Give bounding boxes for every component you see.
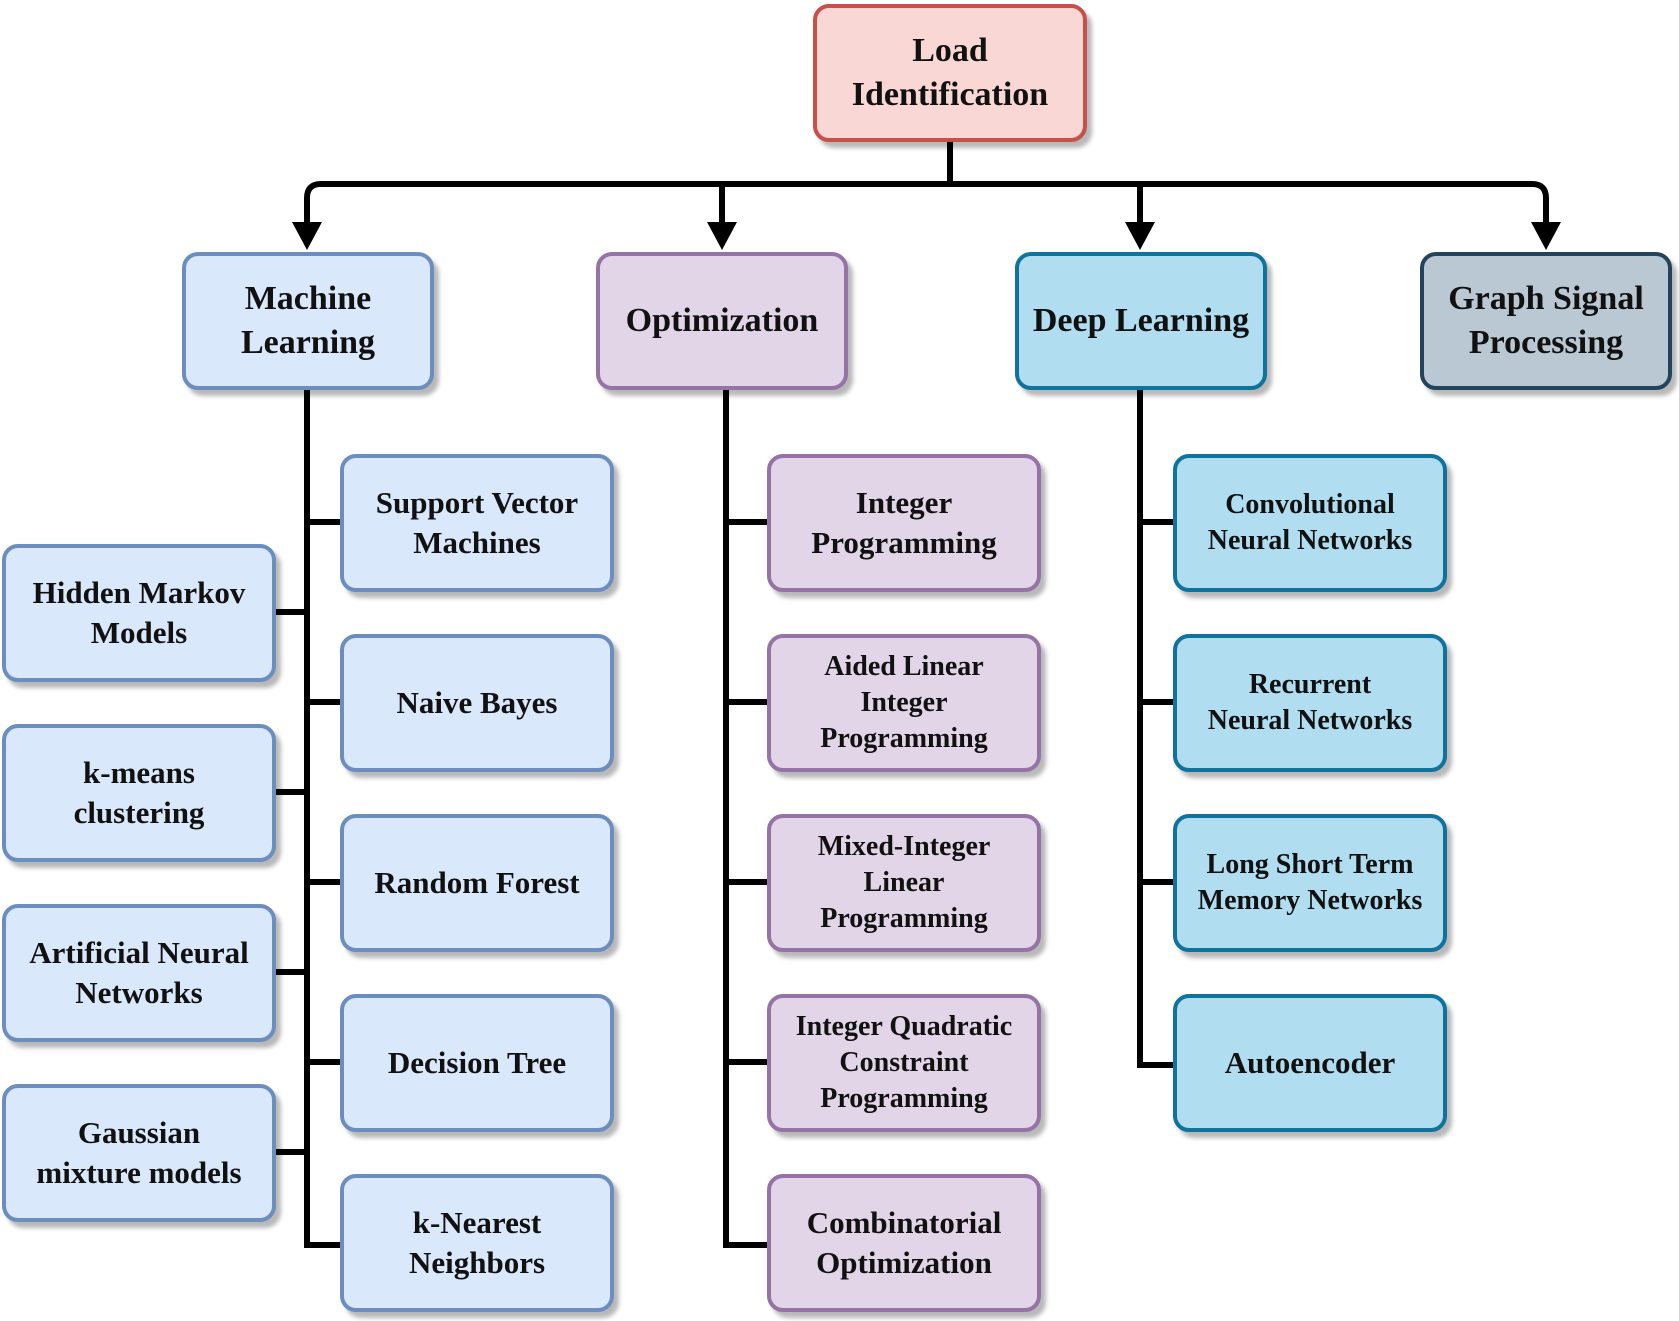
dl-node-long-short-term-memory-networks: Long Short Term Memory Networks — [1173, 814, 1447, 952]
arrowhead-graph-signal — [1531, 222, 1561, 250]
ml-node-label: Hidden Markov Models — [32, 575, 246, 650]
category-optimization: Optimization — [596, 252, 848, 390]
ml-node-k-nearest-neighbors: k-Nearest Neighbors — [340, 1174, 614, 1312]
ml-node-label: Random Forest — [374, 865, 580, 901]
opt-node-mixed-integer-linear-programming: Mixed-Integer Linear Programming — [767, 814, 1041, 952]
dl-node-autoencoder: Autoencoder — [1173, 994, 1447, 1132]
dl-node-label: Autoencoder — [1224, 1045, 1396, 1081]
category-graph-signal-processing-label: Graph Signal Processing — [1448, 280, 1644, 361]
ml-node-hidden-markov-models: Hidden Markov Models — [2, 544, 276, 682]
ml-node-artificial-neural-networks: Artificial Neural Networks — [2, 904, 276, 1042]
ml-node-naive-bayes: Naive Bayes — [340, 634, 614, 772]
category-graph-signal-processing: Graph Signal Processing — [1420, 252, 1672, 390]
ml-node-support-vector-machines: Support Vector Machines — [340, 454, 614, 592]
opt-node-combinatorial-optimization: Combinatorial Optimization — [767, 1174, 1041, 1312]
opt-node-label: Combinatorial Optimization — [806, 1205, 1002, 1280]
top-bus-connector — [304, 181, 1549, 228]
ml-node-label: Decision Tree — [387, 1045, 567, 1081]
ml-trunk — [304, 388, 342, 1248]
opt-node-integer-programming: Integer Programming — [767, 454, 1041, 592]
ml-node-label: k-Nearest Neighbors — [408, 1205, 546, 1280]
ml-node-label: Support Vector Machines — [375, 485, 579, 560]
category-optimization-label: Optimization — [625, 302, 819, 340]
category-machine-learning: Machine Learning — [182, 252, 434, 390]
ml-node-label: Gaussian mixture models — [36, 1115, 242, 1190]
root-node: Load Identification — [813, 4, 1087, 142]
dl-node-label: Long Short Term Memory Networks — [1197, 849, 1423, 916]
dl-node-label: Recurrent Neural Networks — [1207, 669, 1413, 736]
root-label: Load Identification — [851, 32, 1049, 113]
ml-node-random-forest: Random Forest — [340, 814, 614, 952]
dl-node-label: Convolutional Neural Networks — [1207, 489, 1413, 556]
ml-node-gaussian-mixture-models: Gaussian mixture models — [2, 1084, 276, 1222]
arrowhead-machine-learning — [292, 222, 322, 250]
ml-node-k-means-clustering: k-means clustering — [2, 724, 276, 862]
dl-node-recurrent-neural-networks: Recurrent Neural Networks — [1173, 634, 1447, 772]
dl-node-convolutional-neural-networks: Convolutional Neural Networks — [1173, 454, 1447, 592]
arrowhead-optimization — [707, 222, 737, 250]
opt-trunk — [723, 388, 769, 1248]
opt-node-integer-quadratic-constraint-programming: Integer Quadratic Constraint Programming — [767, 994, 1041, 1132]
ml-node-label: Artificial Neural Networks — [29, 935, 249, 1010]
ml-node-label: Naive Bayes — [396, 685, 558, 721]
category-deep-learning: Deep Learning — [1015, 252, 1267, 390]
opt-node-label: Mixed-Integer Linear Programming — [817, 831, 991, 934]
opt-node-label: Integer Quadratic Constraint Programming — [795, 1011, 1013, 1114]
opt-node-label: Integer Programming — [811, 485, 997, 560]
category-machine-learning-label: Machine Learning — [240, 280, 376, 361]
dl-trunk — [1137, 388, 1175, 1068]
category-deep-learning-label: Deep Learning — [1032, 302, 1250, 340]
ml-node-decision-tree: Decision Tree — [340, 994, 614, 1132]
opt-node-label: Aided Linear Integer Programming — [820, 651, 988, 754]
opt-node-aided-linear-integer-programming: Aided Linear Integer Programming — [767, 634, 1041, 772]
ml-node-label: k-means clustering — [73, 755, 205, 830]
arrowhead-deep-learning — [1125, 222, 1155, 250]
